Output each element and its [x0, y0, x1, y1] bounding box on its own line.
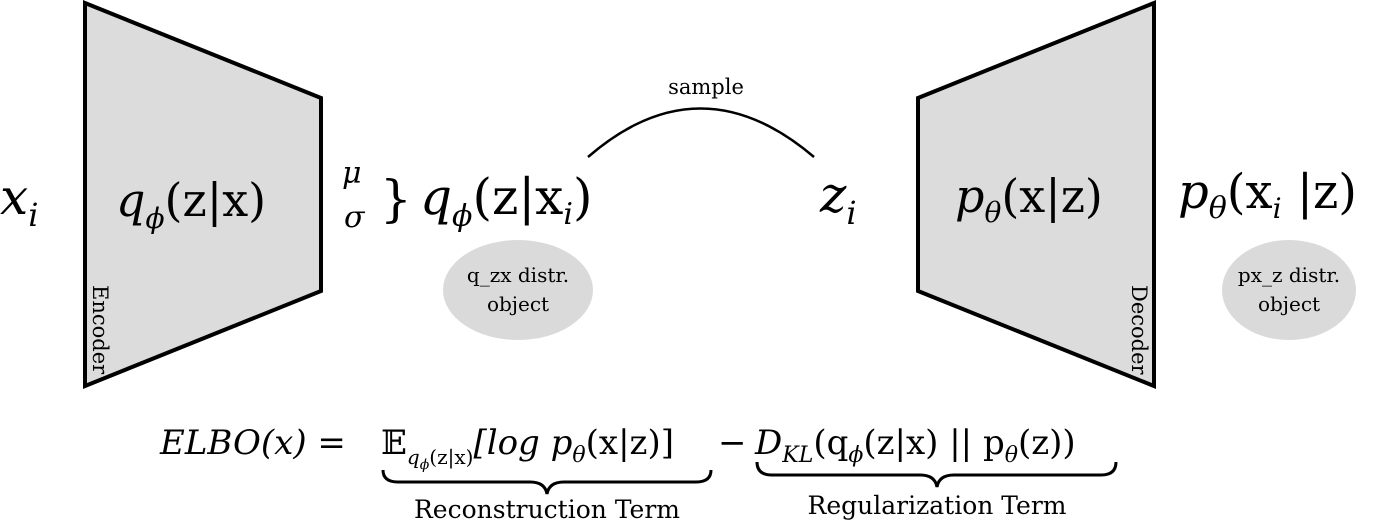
sample-label: sample — [668, 75, 744, 99]
elbo-kl-term: DKL(qϕ(z|x) || pθ(z)) — [754, 423, 1076, 468]
encoder-block — [83, 0, 323, 389]
mu-symbol: μ — [342, 156, 362, 191]
sample-arc — [587, 107, 815, 158]
px-z-object-label-line1: px_z distr. — [1238, 263, 1340, 287]
regularization-underbrace — [755, 461, 1118, 488]
input-variable: xi — [0, 168, 38, 234]
sigma-symbol: σ — [344, 200, 366, 235]
elbo-expectation: 𝔼qϕ(z|x)[log pθ(x|z)] — [381, 423, 674, 473]
decoder-label: Decoder — [1127, 285, 1151, 376]
px-z-object-ellipse — [1222, 240, 1356, 340]
elbo-lhs: ELBO(x) = — [159, 423, 346, 463]
decoder-block — [916, 0, 1156, 389]
q-zx-object-ellipse — [443, 240, 593, 340]
likelihood-distribution: pθ(xi |z) — [1178, 164, 1357, 226]
encoder-distribution: qϕ(z|x) — [116, 173, 266, 235]
q-zx-object-label-line2: object — [487, 292, 549, 316]
reconstruction-term-label: Reconstruction Term — [414, 495, 680, 522]
encoder-label: Encoder — [88, 285, 112, 375]
params-brace: } — [380, 170, 412, 228]
regularization-term-label: Regularization Term — [808, 491, 1067, 520]
decoder-distribution: pθ(x|z) — [955, 169, 1103, 229]
px-z-object-label-line2: object — [1258, 292, 1320, 316]
elbo-minus: − — [718, 423, 747, 463]
latent-variable: zi — [819, 166, 857, 232]
q-zx-object-label-line1: q_zx distr. — [467, 263, 569, 287]
reconstruction-underbrace — [381, 469, 713, 495]
posterior-distribution: qϕ(z|xi) — [420, 168, 593, 234]
